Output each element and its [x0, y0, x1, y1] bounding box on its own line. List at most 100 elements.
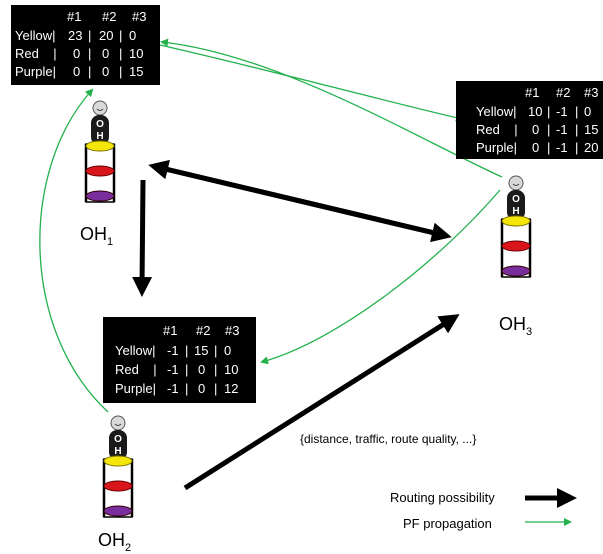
node-label-oh2-base: OH: [98, 530, 125, 550]
table-oh1: #1 #2 #3 Yellow| 23 | 20 | 0 Red | 0 | 0…: [11, 5, 160, 85]
table-oh1-cell: |: [119, 28, 122, 43]
node-label-oh1-sub: 1: [107, 236, 113, 248]
table-oh3-col2: #2: [556, 85, 570, 100]
node-label-oh1: OH1: [80, 224, 113, 248]
node-label-oh2-sub: 2: [125, 542, 131, 554]
table-oh3-cell: 20: [584, 140, 598, 155]
table-oh3-col3: #3: [584, 85, 598, 100]
legend-propagation-label: PF propagation: [403, 516, 492, 531]
robot-yellow-ring-icon: [103, 455, 133, 467]
robot-head-icon: [110, 415, 126, 431]
table-oh2-cell: 15: [194, 343, 208, 358]
legend: Routing possibility PF propagation: [390, 488, 577, 531]
table-oh1-cell: 0: [129, 28, 136, 43]
robot-yellow-ring-icon: [85, 140, 115, 152]
table-oh2-cell: |: [214, 381, 217, 396]
table-oh3: #1 #2 #3 Yellow| 10 | -1 | 0 Red | 0 | -…: [456, 81, 603, 159]
table-oh2-cell: |: [214, 343, 217, 358]
node-label-oh1-base: OH: [80, 224, 107, 244]
table-oh3-cell: 0: [532, 140, 539, 155]
node-label-oh3: OH3: [499, 314, 532, 338]
table-oh2-col1: #1: [163, 323, 177, 338]
table-oh1-cell: |: [119, 46, 122, 61]
table-oh2-row-label: Red |: [115, 362, 157, 377]
table-oh1-cell: 15: [129, 64, 143, 79]
table-oh1-col3: #3: [132, 9, 146, 24]
table-oh1-cell: |: [119, 64, 122, 79]
table-oh2-cell: |: [214, 362, 217, 377]
table-oh1-cell: 0: [102, 64, 109, 79]
legend-routing-label: Routing possibility: [390, 490, 495, 505]
table-oh2-cell: 0: [198, 362, 205, 377]
robot-oh2: OH: [102, 415, 134, 518]
table-oh3-cell: |: [575, 122, 578, 137]
robot-purple-ring-icon: [501, 265, 531, 277]
robot-smile-icon: [512, 183, 520, 186]
robot-purple-ring-icon: [85, 190, 115, 202]
node-label-oh3-sub: 3: [526, 326, 532, 338]
robot-body-icon: [109, 430, 127, 460]
table-oh2-cell: 12: [224, 381, 238, 396]
table-oh1-row-label: Red |: [15, 46, 57, 61]
robot-yellow-ring-icon: [501, 215, 531, 227]
table-oh2-cell: 0: [224, 343, 231, 358]
table-oh1-cell: 10: [129, 46, 143, 61]
table-oh1-cell: 0: [102, 46, 109, 61]
table-oh3-cell: 15: [584, 122, 598, 137]
robot-red-ring-icon: [103, 480, 133, 492]
table-oh2-row-label: Yellow|: [115, 343, 155, 358]
table-oh3-cell: |: [547, 122, 550, 137]
robot-letter-h: H: [96, 131, 103, 142]
pf-arrow-oh3-to-oh1: [160, 38, 503, 178]
routing-arrow-oh2-to-oh3: [183, 314, 460, 491]
table-oh2-row-label: Purple|: [115, 381, 156, 396]
table-oh3-cell: -1: [556, 122, 568, 137]
table-oh1-cell: 0: [73, 46, 80, 61]
table-oh2-cell: 10: [224, 362, 238, 377]
table-oh1-cell: 20: [99, 28, 113, 43]
routing-arrow-oh1-to-oh3: [156, 164, 452, 243]
table-oh1-cell: |: [88, 46, 91, 61]
table-oh3-row-label: Yellow|: [476, 104, 516, 119]
node-label-oh2: OH2: [98, 530, 131, 554]
route-attributes-text: {distance, traffic, route quality, ...}: [300, 432, 476, 446]
routing-arrows: [132, 159, 460, 491]
table-oh3-cell: -1: [556, 140, 568, 155]
table-oh2-cell: |: [185, 343, 188, 358]
robot-body-icon: [507, 190, 525, 220]
robot-purple-ring-icon: [103, 505, 133, 517]
robot-letter-o: O: [96, 119, 104, 130]
table-oh3-row-label: Purple|: [476, 140, 517, 155]
table-oh1-cell: 23: [68, 28, 82, 43]
table-oh3-cell: |: [547, 140, 550, 155]
table-oh1-cell: 0: [73, 64, 80, 79]
robot-letter-h: H: [512, 206, 519, 217]
table-oh2-cell: 0: [198, 381, 205, 396]
node-label-oh3-base: OH: [499, 314, 526, 334]
table-oh1-cell: |: [88, 28, 91, 43]
table-oh2-cell: |: [185, 362, 188, 377]
pf-arrow-oh2-to-oh1: [39, 88, 109, 413]
table-oh3-col1: #1: [525, 85, 539, 100]
table-oh2-cell: -1: [167, 362, 179, 377]
robot-red-ring-icon: [85, 165, 115, 177]
pf-propagation-arrows: [39, 38, 503, 413]
table-oh1-row-label: Yellow|: [15, 28, 55, 43]
robot-letter-o: O: [512, 194, 520, 205]
pf-arrow-oh3-to-oh2: [260, 189, 501, 365]
table-oh3-cell: 0: [532, 122, 539, 137]
table-oh2-col2: #2: [196, 323, 210, 338]
robot-oh3: OH: [500, 175, 532, 278]
pf-arrow-oh1-to-oh3: [159, 44, 464, 122]
robot-letter-h: H: [114, 446, 121, 457]
table-oh1-col2: #2: [102, 9, 116, 24]
table-oh3-cell: |: [575, 104, 578, 119]
robot-red-ring-icon: [501, 240, 531, 252]
table-oh3-row-label: Red |: [476, 122, 518, 137]
robot-body-icon: [91, 115, 109, 145]
robot-head-icon: [508, 175, 524, 191]
table-oh3-cell: |: [547, 104, 550, 119]
table-oh2-col3: #3: [225, 323, 239, 338]
table-oh1-col1: #1: [67, 9, 81, 24]
table-oh3-cell: -1: [556, 104, 568, 119]
